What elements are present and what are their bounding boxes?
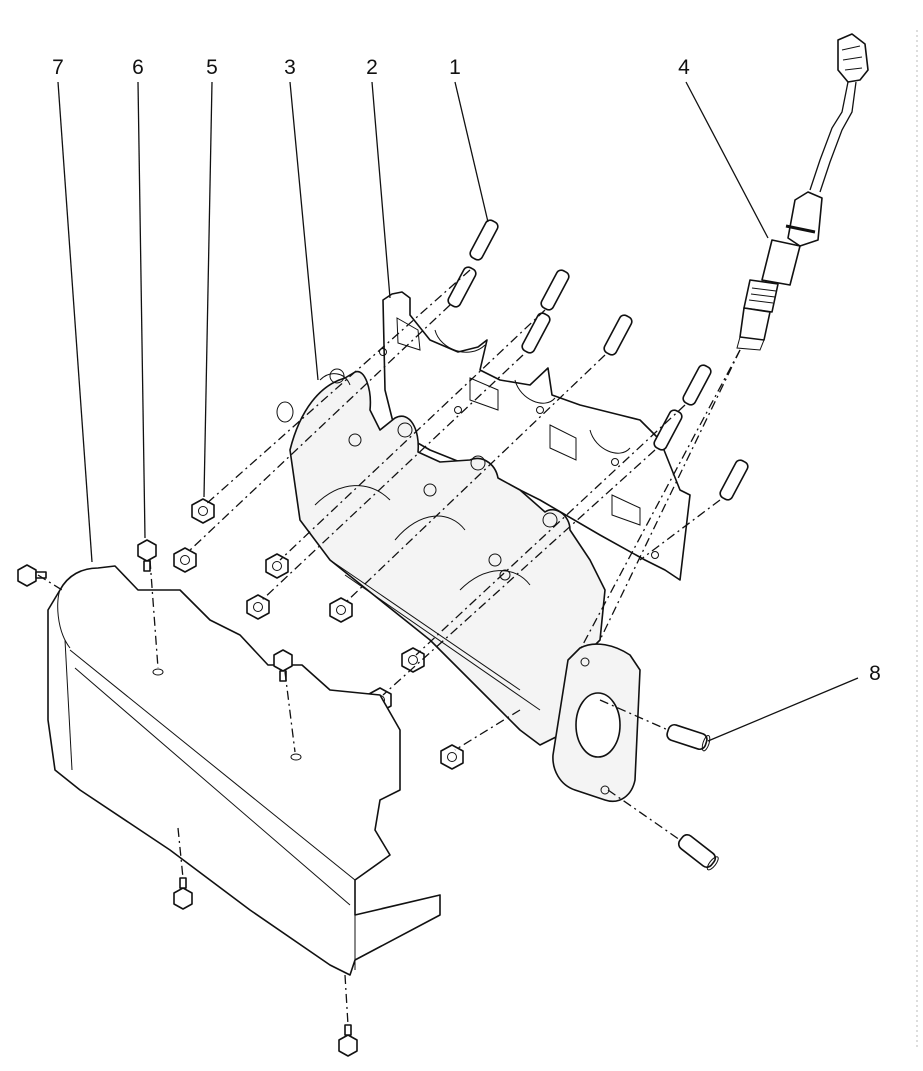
callout-8: 8 <box>869 662 881 685</box>
part-3-exhaust-manifold <box>276 368 641 802</box>
callout-6: 6 <box>132 56 144 79</box>
callout-5: 5 <box>206 56 218 79</box>
part-7-heat-shield <box>47 565 441 976</box>
leader-6 <box>137 81 146 539</box>
leader-7 <box>57 81 93 563</box>
leader-5 <box>203 81 213 498</box>
leader-4 <box>685 81 769 239</box>
leader-2 <box>371 81 391 299</box>
part-1-studs <box>447 219 749 501</box>
part-8-studs <box>666 723 719 871</box>
leader-lines <box>57 81 859 742</box>
callout-2: 2 <box>366 56 378 79</box>
leader-3 <box>289 81 319 381</box>
callout-4: 4 <box>678 56 690 79</box>
part-4-oxygen-sensor <box>736 33 869 351</box>
leader-8 <box>707 677 859 742</box>
callout-1: 1 <box>449 56 461 79</box>
callout-3: 3 <box>284 56 296 79</box>
part-6-bolts <box>17 539 358 1057</box>
leader-1 <box>454 81 489 223</box>
callout-7: 7 <box>52 56 64 79</box>
assembly-centerlines <box>37 269 741 1026</box>
part-2-gasket <box>379 291 691 581</box>
callout-labels: 1 2 3 4 5 6 7 8 <box>52 56 881 685</box>
